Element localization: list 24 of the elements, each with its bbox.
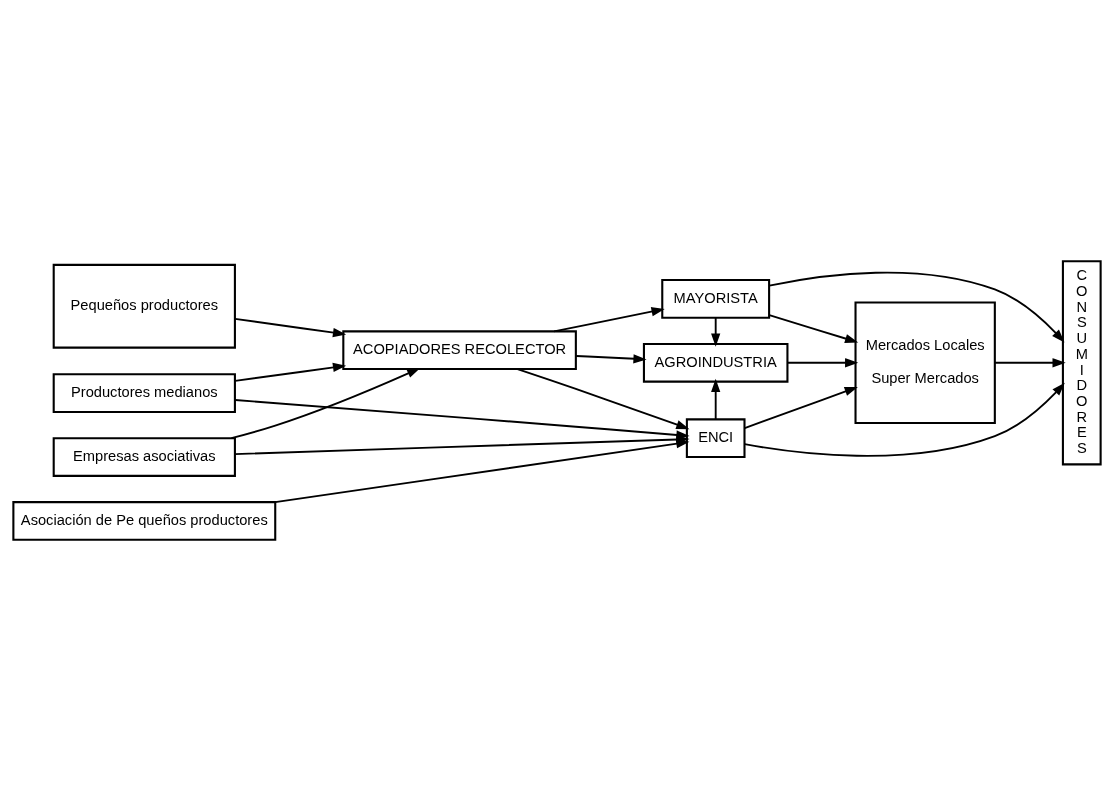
node-box: Pequeños productores xyxy=(52,263,236,349)
arrow xyxy=(711,378,721,420)
arrow xyxy=(516,368,690,430)
arrow xyxy=(575,354,647,364)
node-box: C O N S U M I D O R E S xyxy=(1061,260,1102,466)
arrow xyxy=(553,307,665,333)
node-box: AGROINDUSTRIA xyxy=(642,342,789,383)
arrow xyxy=(768,314,859,344)
node-box: ENCI xyxy=(685,418,746,459)
arrow xyxy=(743,386,858,429)
node-box: Asociación de Pe queños productores xyxy=(12,501,277,541)
arrow xyxy=(786,358,859,368)
arrow xyxy=(230,367,421,440)
arrow xyxy=(234,362,347,382)
node-box: Mercados Locales Super Mercados xyxy=(854,301,996,425)
node-box: Empresas asociativas xyxy=(52,437,236,477)
arrow xyxy=(234,317,347,338)
node-box: ACOPIADORES RECOLECTOR xyxy=(342,330,577,371)
arrow xyxy=(768,271,1065,343)
arrow xyxy=(993,358,1066,368)
node-box: MAYORISTA xyxy=(661,279,771,319)
node-box: Productores medianos xyxy=(52,373,236,414)
arrow xyxy=(743,382,1065,457)
arrow xyxy=(711,316,721,347)
